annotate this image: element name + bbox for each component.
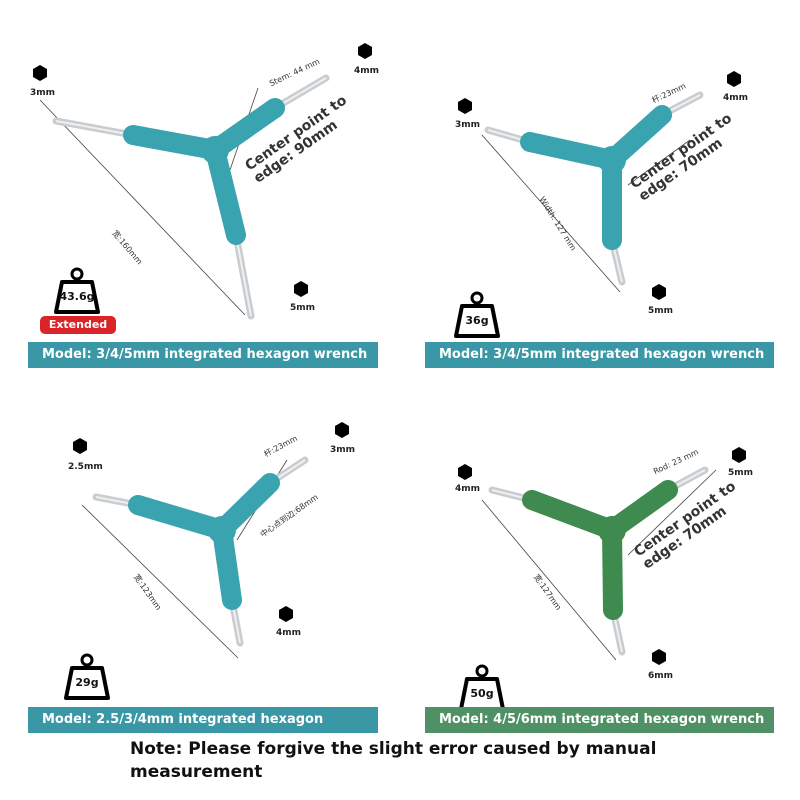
weight-icon: 50g (457, 663, 507, 713)
dimension-line (481, 499, 617, 661)
pin-highlight (235, 234, 252, 317)
bottom-size-label: 5mm (290, 303, 316, 313)
top-size-label: 5mm (728, 468, 754, 478)
weight-value: 29g (75, 676, 99, 689)
dimension-line (39, 99, 246, 316)
top-size-label: 4mm (723, 93, 749, 103)
dimension-line (627, 139, 691, 186)
wrench-handle-arm (128, 495, 232, 540)
model-banner: Model: 2.5/3/4mm integrated hexagon wren… (28, 707, 378, 753)
hexagon-icon (652, 284, 666, 300)
model-banner: Model: 3/4/5mm integrated hexagon wrench (425, 342, 774, 368)
dimension-line (81, 504, 239, 659)
hexagon-icon (73, 438, 87, 454)
left-size-label: 3mm (455, 120, 481, 130)
bottom-size-label: 6mm (648, 671, 674, 681)
left-size-label: 2.5mm (68, 462, 103, 472)
wrench-handle-hub (201, 136, 229, 164)
hexagon-icon (727, 71, 741, 87)
pin-highlight (55, 120, 134, 136)
bottom-size-label: 5mm (648, 306, 674, 316)
hexagon-icon (335, 422, 349, 438)
dimension-line (481, 134, 621, 293)
hexagon-icon (294, 281, 308, 297)
wrench-handle-hub (598, 516, 626, 544)
weight-value: 36g (465, 314, 489, 327)
hexagon-icon (279, 606, 293, 622)
weight-icon: 36g (452, 290, 502, 340)
wrench-handle-arm (205, 140, 246, 245)
wrench-handle-hub (598, 146, 626, 174)
hexagon-icon (358, 43, 372, 59)
left-size-label: 3mm (30, 88, 56, 98)
bottom-size-label: 4mm (276, 628, 302, 638)
model-banner: Model: 3/4/5mm integrated hexagon wrench (28, 342, 378, 368)
wrench-handle-hub (208, 516, 236, 544)
weight-value: 50g (470, 687, 494, 700)
weight-icon: 43.6g (52, 266, 102, 316)
hexagon-icon (652, 649, 666, 665)
extended-badge: Extended (40, 316, 116, 334)
hexagon-icon (732, 447, 746, 463)
hexagon-icon (458, 98, 472, 114)
hexagon-icon (458, 464, 472, 480)
top-size-label: 4mm (354, 66, 380, 76)
weight-icon: 29g (62, 652, 112, 702)
left-size-label: 4mm (455, 484, 481, 494)
measurement-note: Note: Please forgive the slight error ca… (130, 739, 657, 782)
wrench-handle-arm (522, 490, 622, 540)
model-banner: Model: 4/5/6mm integrated hexagon wrench (425, 707, 774, 733)
weight-value: 43.6g (59, 290, 95, 303)
hexagon-icon (33, 65, 47, 81)
dimension-line (627, 469, 717, 556)
top-size-label: 3mm (330, 445, 356, 455)
